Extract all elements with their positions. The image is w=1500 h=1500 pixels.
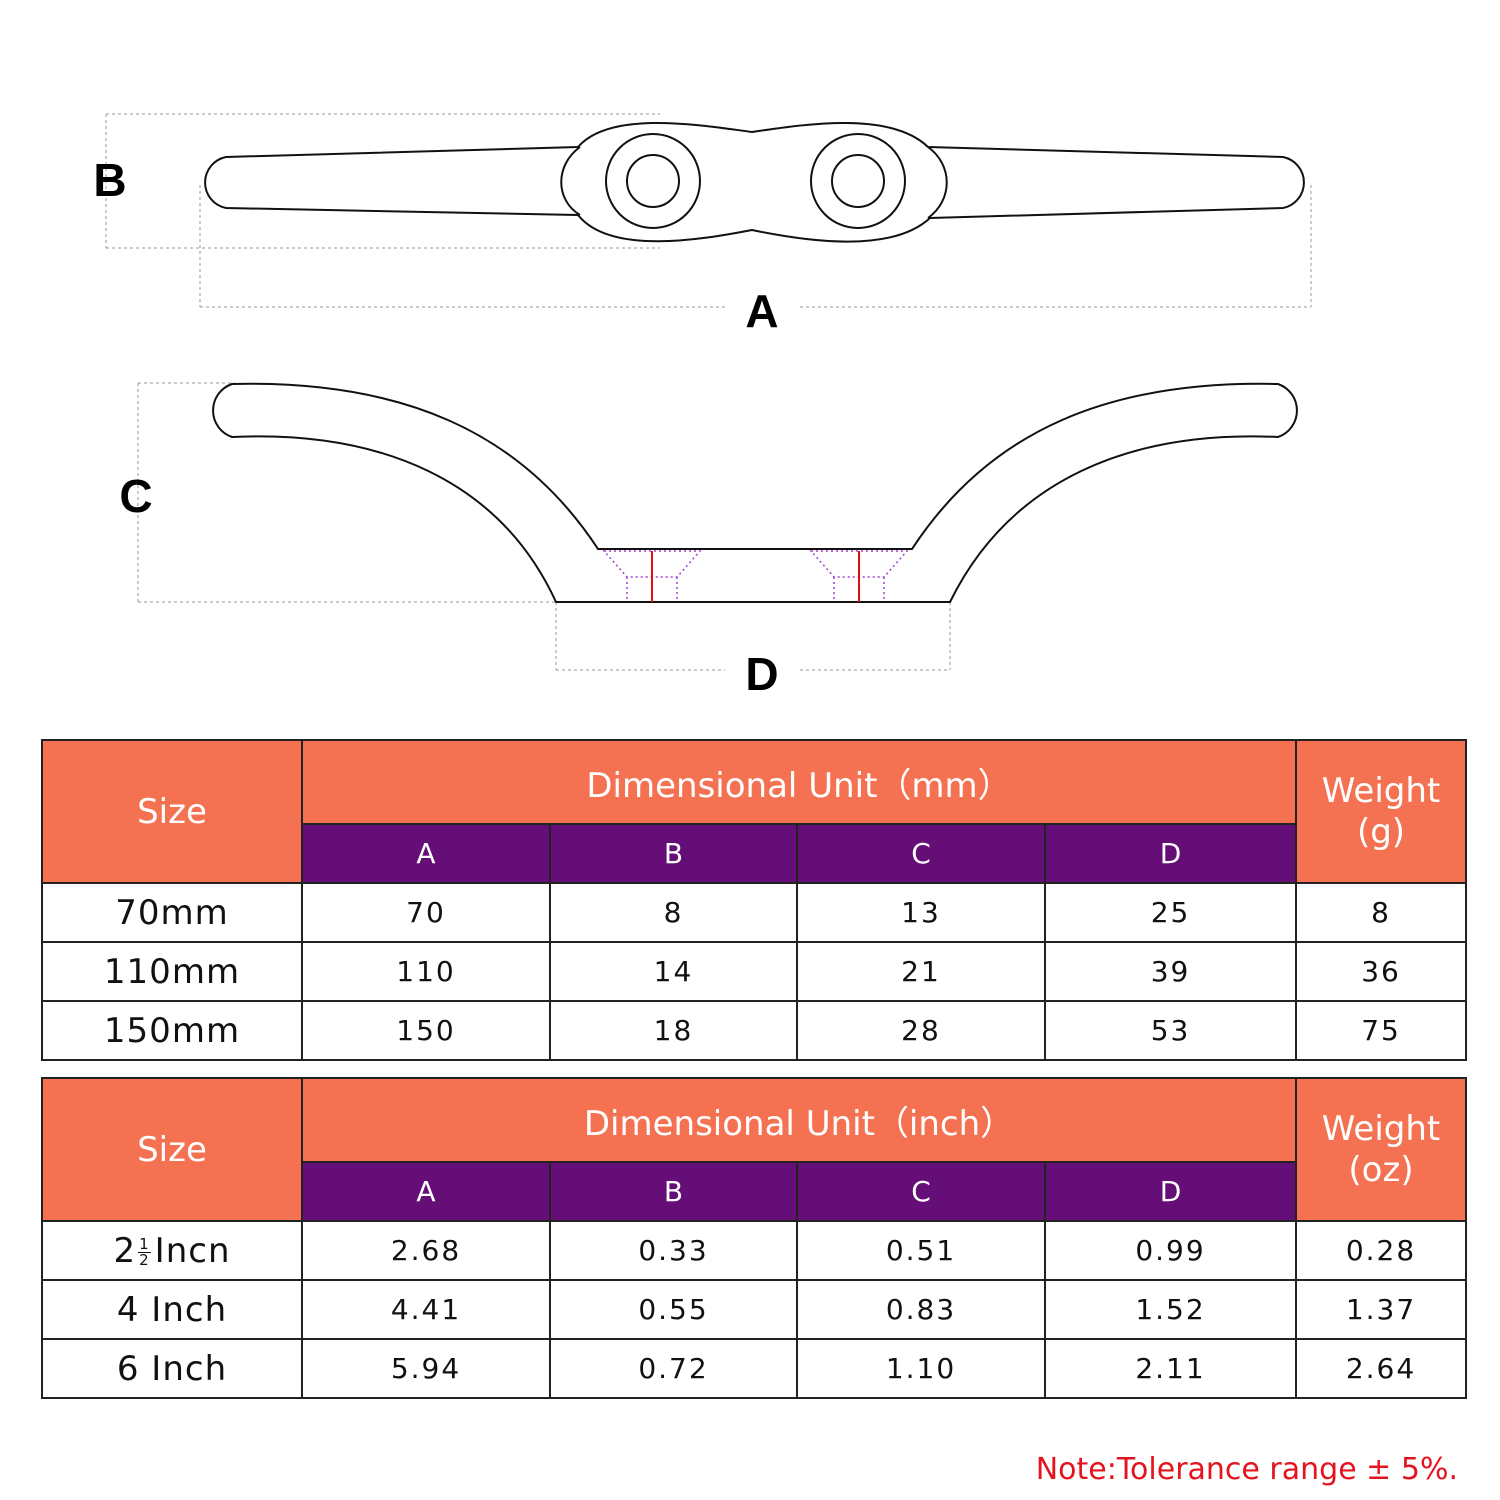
weight-header-unit: (oz): [1348, 1149, 1414, 1190]
column-header-a: A: [301, 1161, 551, 1222]
table-row: 4 Inch 4.41 0.55 0.83 1.52 1.37: [41, 1279, 1468, 1340]
dimension-label-d: D: [745, 648, 778, 700]
size-cell: 150mm: [41, 1000, 303, 1061]
dimension-unit-header: Dimensional Unit（mm）: [300, 739, 1298, 825]
column-header-b: B: [549, 823, 798, 884]
column-header-d: D: [1043, 823, 1298, 884]
weight-header: Weight (oz): [1295, 1077, 1468, 1222]
weight-header-label: Weight: [1321, 1108, 1441, 1149]
value-c: 0.51: [796, 1220, 1046, 1281]
size-unit: Incn: [154, 1230, 231, 1271]
value-d: 2.11: [1043, 1338, 1298, 1399]
value-b: 14: [549, 941, 798, 1002]
value-weight: 1.37: [1295, 1279, 1468, 1340]
column-header-a: A: [301, 823, 551, 884]
mount-hole-inner-right: [831, 154, 885, 208]
value-a: 70: [301, 882, 551, 943]
value-a: 5.94: [301, 1338, 551, 1399]
value-weight: 2.64: [1295, 1338, 1468, 1399]
value-c: 0.83: [796, 1279, 1046, 1340]
dimension-label-a: A: [745, 285, 778, 337]
cleat-side-view: [212, 382, 1298, 603]
fraction-denominator: 2: [139, 1250, 150, 1269]
table-row: 70mm 70 8 13 25 8: [41, 882, 1468, 943]
value-d: 1.52: [1043, 1279, 1298, 1340]
weight-header-label: Weight: [1321, 770, 1441, 811]
value-b: 8: [549, 882, 798, 943]
value-b: 0.55: [549, 1279, 798, 1340]
column-header-d: D: [1043, 1161, 1298, 1222]
value-a: 110: [301, 941, 551, 1002]
table-row: 6 Inch 5.94 0.72 1.10 2.11 2.64: [41, 1338, 1468, 1399]
metric-spec-table: Size Dimensional Unit（mm） Weight (g) A B…: [41, 739, 1468, 1061]
size-cell: 4 Inch: [41, 1279, 303, 1340]
fraction-numerator: 1: [138, 1234, 151, 1253]
dimension-label-b: B: [93, 154, 126, 206]
value-d: 0.99: [1043, 1220, 1298, 1281]
tolerance-note: Note:Tolerance range ± 5%.: [1035, 1452, 1458, 1487]
value-c: 1.10: [796, 1338, 1046, 1399]
mount-hole-inner-left: [626, 154, 680, 208]
value-a: 150: [301, 1000, 551, 1061]
weight-header: Weight (g): [1295, 739, 1468, 884]
dimension-guides: [105, 113, 1312, 671]
screw-left: [602, 550, 702, 602]
value-d: 25: [1043, 882, 1298, 943]
value-a: 4.41: [301, 1279, 551, 1340]
value-c: 13: [796, 882, 1046, 943]
size-cell: 6 Inch: [41, 1338, 303, 1399]
size-whole: 2: [113, 1230, 137, 1271]
dimension-label-c: C: [119, 470, 152, 522]
value-b: 0.33: [549, 1220, 798, 1281]
value-a: 2.68: [301, 1220, 551, 1281]
value-weight: 36: [1295, 941, 1468, 1002]
value-weight: 8: [1295, 882, 1468, 943]
column-header-b: B: [549, 1161, 798, 1222]
value-b: 18: [549, 1000, 798, 1061]
mount-hole-outer-right: [810, 133, 906, 229]
value-c: 21: [796, 941, 1046, 1002]
value-weight: 0.28: [1295, 1220, 1468, 1281]
value-b: 0.72: [549, 1338, 798, 1399]
dimension-unit-header: Dimensional Unit（inch）: [300, 1077, 1298, 1163]
value-weight: 75: [1295, 1000, 1468, 1061]
size-header: Size: [41, 739, 303, 884]
size-cell: 110mm: [41, 941, 303, 1002]
cleat-top-view: [204, 122, 1305, 243]
column-header-c: C: [796, 823, 1046, 884]
table-row: 110mm 110 14 21 39 36: [41, 941, 1468, 1002]
cleat-dimension-drawing: B A C D: [93, 113, 1312, 700]
table-row: 150mm 150 18 28 53 75: [41, 1000, 1468, 1061]
column-header-c: C: [796, 1161, 1046, 1222]
screw-right: [809, 550, 909, 602]
value-c: 28: [796, 1000, 1046, 1061]
weight-header-unit: (g): [1356, 811, 1406, 852]
mount-hole-outer-left: [605, 133, 701, 229]
size-header: Size: [41, 1077, 303, 1222]
imperial-spec-table: Size Dimensional Unit（inch） Weight (oz) …: [41, 1077, 1468, 1399]
size-cell: 70mm: [41, 882, 303, 943]
value-d: 53: [1043, 1000, 1298, 1061]
value-d: 39: [1043, 941, 1298, 1002]
